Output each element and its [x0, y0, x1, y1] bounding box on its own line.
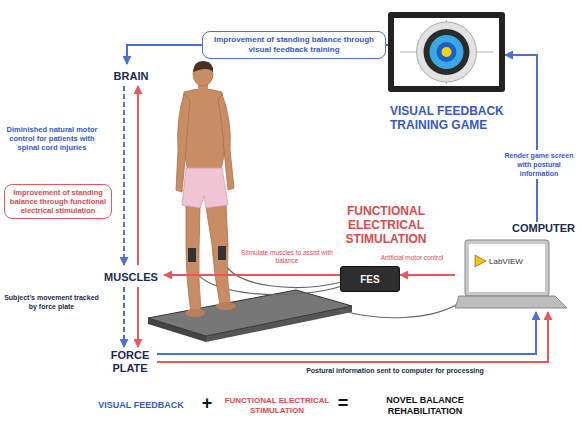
equation-term: VISUAL FEEDBACK [92, 400, 190, 411]
force-plate [148, 290, 352, 336]
plate-cable [340, 304, 458, 318]
equation-operator: = [334, 393, 352, 413]
annotation: Diminished natural motor control for pat… [4, 125, 100, 152]
screen-text: LabVIEW [489, 257, 523, 266]
flow-arrow [137, 287, 139, 347]
laptop-drawing [455, 222, 577, 312]
node-heading: VISUAL FEEDBACK TRAINING GAME [390, 104, 530, 132]
node-box: COMPUTER LabVIEW [455, 222, 577, 312]
node-label: BRAIN [114, 70, 149, 83]
flow-arrow [123, 287, 125, 347]
electrode [188, 248, 196, 262]
monitor-screen [394, 18, 499, 86]
foot [216, 302, 236, 310]
device-label: FES [360, 274, 379, 285]
leg [206, 204, 230, 305]
edge-label: Improvement of standing balance through … [4, 184, 112, 219]
flow-arrow [137, 86, 139, 265]
node-box: VISUAL FEEDBACK TRAINING GAME [388, 12, 505, 92]
edge-label: Artificial motor control [366, 254, 458, 262]
laptop-screen [469, 244, 545, 292]
equation-term: NOVEL BALANCE REHABILITATION [376, 395, 474, 417]
target-center [442, 47, 452, 57]
laptop-bezel [465, 240, 549, 296]
equation-operator: + [198, 393, 216, 413]
flow-arrow [157, 312, 548, 362]
target-ring [424, 29, 470, 75]
flow-arrow [164, 274, 340, 276]
leg [186, 205, 201, 312]
flow-arrow [400, 274, 455, 276]
node-label: MUSCLES [104, 271, 158, 284]
shorts [182, 168, 228, 208]
target-ring [437, 42, 457, 62]
flow-arrow [157, 312, 536, 354]
labview-icon [475, 255, 486, 267]
monitor-frame [388, 12, 505, 92]
node-box: FES [340, 266, 400, 292]
edge-label: Render game screen with postural informa… [503, 150, 575, 179]
annotation: Subject's movement tracked by force plat… [4, 293, 99, 311]
flow-arrow [505, 55, 537, 222]
node-box: MUSCLES [98, 265, 164, 287]
node-label: FORCE PLATE [105, 349, 155, 375]
node-heading: COMPUTER [512, 222, 575, 235]
foot [185, 309, 205, 317]
node-box: FORCE PLATE [103, 347, 157, 378]
edge-label: Postural information sent to computer fo… [250, 366, 540, 375]
edge-label: Improvement of standing balance through … [202, 31, 386, 59]
electrode [218, 246, 226, 260]
hair [193, 61, 213, 72]
edge-label: Stimulate muscles to assist with balance [232, 249, 342, 265]
node-box: BRAIN [106, 64, 156, 86]
equation-term: FUNCTIONAL ELECTRICAL STIMULATION [222, 396, 332, 416]
target-ring [430, 35, 464, 69]
section-heading: FUNCTIONAL ELECTRICAL STIMULATION [322, 204, 450, 246]
monitor-drawing [388, 12, 505, 92]
laptop-base [455, 296, 567, 308]
target-ring [417, 22, 477, 82]
flow-arrow [123, 86, 125, 265]
